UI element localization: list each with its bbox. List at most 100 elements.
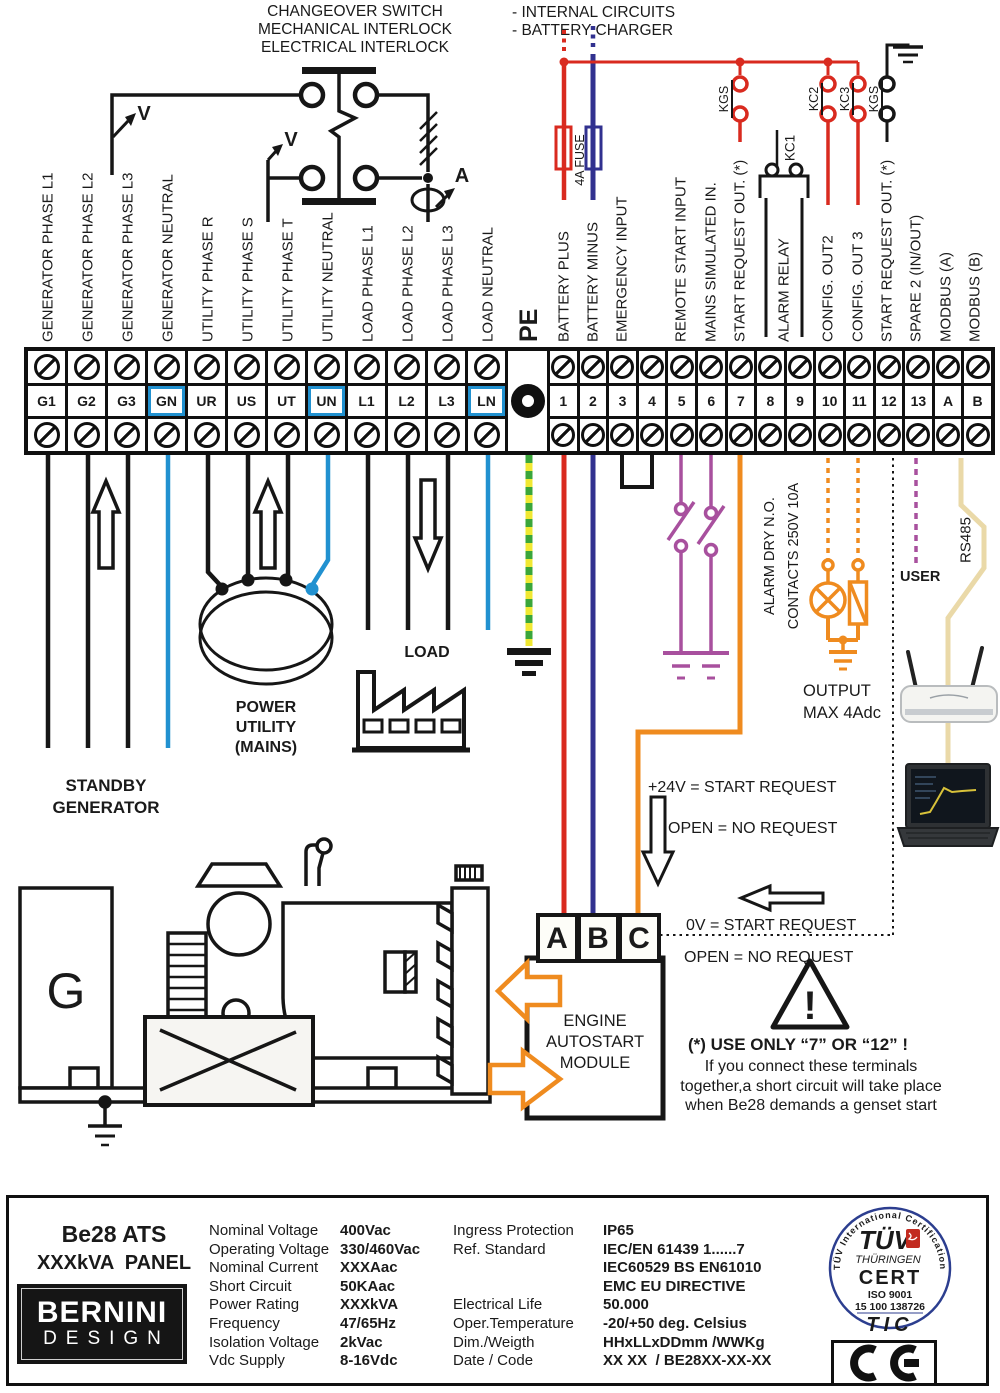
screw-icon [905, 351, 932, 386]
spec-value: HHxLLxDDmm /WWKg [603, 1333, 765, 1351]
spec-value: XXXkVA [340, 1296, 399, 1314]
terminal-id: UN [308, 386, 345, 419]
wires-below-strip [45, 455, 987, 936]
terminal-12: 12 [875, 351, 906, 451]
spec-row: Dim./Weigth HHxLLxDDmm /WWKg [453, 1334, 793, 1353]
screw-icon [875, 351, 903, 386]
label-spare-2: SPARE 2 (IN/OUT) [908, 215, 925, 342]
voltmeter-label-2: V [284, 129, 298, 151]
terminal-g3: G3 [108, 351, 148, 451]
label-start-request-out-2: START REQUEST OUT. (*) [879, 160, 896, 342]
label-load-phase-l3: LOAD PHASE L3 [440, 225, 457, 342]
terminal-pe [508, 351, 550, 451]
terminal-ur: UR [188, 351, 228, 451]
power-utility-line3: (MAINS) [235, 739, 297, 756]
label-generator-neutral: GENERATOR NEUTRAL [160, 174, 177, 342]
tuv-name: TÜV [859, 1225, 914, 1255]
standby-generator-graphic [18, 837, 492, 1147]
terminal-10: 10 [816, 351, 846, 451]
spec-label: Oper.Temperature [453, 1314, 574, 1332]
spec-label [453, 1278, 603, 1297]
battery-control-circuit [554, 26, 923, 337]
spec-row: Oper.Temperature-20/+50 deg. Celsius [453, 1315, 793, 1334]
module-terminal-a: A [546, 922, 568, 955]
warning-line3: when Be28 demands a genset start [684, 1097, 937, 1114]
terminal-id: 6 [697, 386, 725, 419]
terminal-4: 4 [638, 351, 669, 451]
screw-icon [580, 419, 607, 451]
label-config-out3: CONFIG. OUT 3 [850, 231, 867, 342]
product-subtitle: XXXkVA PANEL [36, 1251, 192, 1274]
changeover-title-1: CHANGEOVER SWITCH [267, 3, 443, 20]
screw-icon [638, 351, 666, 386]
screw-icon [609, 419, 636, 451]
screw-icon [108, 419, 145, 451]
terminal-8: 8 [757, 351, 787, 451]
label-generator-phase-l2: GENERATOR PHASE L2 [80, 173, 97, 343]
spec-value: 50KAac [340, 1277, 396, 1295]
spec-value: 8-16Vdc [340, 1352, 398, 1370]
terminal-ln: LN [468, 351, 508, 451]
label-modbus-b: MODBUS (B) [967, 252, 984, 342]
screw-icon [964, 419, 991, 451]
screw-icon [68, 419, 105, 451]
module-terminal-c: C [628, 922, 650, 955]
screw-icon [876, 419, 903, 451]
spec-value: 47/65Hz [340, 1314, 396, 1332]
warning-triangle-icon [770, 958, 850, 1030]
load-label: LOAD [404, 644, 449, 661]
ce-mark-icon [850, 1344, 919, 1382]
spec-label: Short Circuit [209, 1277, 292, 1295]
terminal-5: 5 [668, 351, 698, 451]
screw-icon [228, 419, 265, 451]
screw-icon [846, 419, 873, 451]
tuv-iso: ISO 9001 [868, 1289, 913, 1301]
kc3-label: KC3 [838, 87, 852, 111]
product-name: Be28 ATS [61, 1221, 167, 1247]
kgs-label-2: KGS [867, 86, 881, 112]
label-load-phase-l1: LOAD PHASE L1 [360, 225, 377, 342]
terminal-id: 2 [579, 386, 607, 419]
screw-icon [935, 419, 962, 451]
screw-icon [68, 351, 105, 386]
spec-label: Ingress Protection [453, 1222, 574, 1239]
terminal-id: 11 [845, 386, 873, 419]
spec-label: Dim./Weigth [453, 1333, 535, 1351]
spec-value: 2kVac [340, 1333, 383, 1351]
module-line2: AUTOSTART [546, 1033, 644, 1051]
spec-label: Nominal Current [209, 1259, 319, 1277]
spec-value: XX XX / BE28XX-XX-XX [603, 1352, 772, 1370]
spec-label: Frequency [209, 1314, 280, 1332]
open-note-1: OPEN = NO REQUEST [668, 820, 838, 837]
spec-label: Vdc Supply [209, 1352, 285, 1370]
spec-label: Nominal Voltage [209, 1222, 319, 1239]
changeover-title-3: ELECTRICAL INTERLOCK [261, 39, 450, 56]
terminal-id: 1 [550, 386, 577, 419]
screw-icon [816, 351, 843, 386]
factory-icon [352, 670, 470, 753]
tuv-tic: TIC [866, 1314, 913, 1336]
label-config-out2: CONFIG. OUT2 [820, 235, 837, 342]
terminal-11: 11 [845, 351, 876, 451]
internal-circuits-label: - INTERNAL CIRCUITS [512, 4, 675, 21]
alarm-contacts-line2: CONTACTS 250V 10A [786, 482, 802, 629]
terminal-id: 3 [609, 386, 636, 419]
terminal-id: L2 [388, 386, 425, 419]
spec-label: Power Rating [209, 1296, 300, 1314]
label-generator-phase-l1: GENERATOR PHASE L1 [40, 173, 57, 343]
terminal-strip: G1 G2 G3 GN UR US UT UN L1 L2 L3 LN 1 2 … [24, 347, 995, 455]
terminal-labels: GENERATOR PHASE L1 GENERATOR PHASE L2 GE… [40, 160, 984, 342]
spec-value: 50.000 [603, 1296, 649, 1314]
screw-icon [964, 351, 991, 386]
module-line3: MODULE [560, 1054, 631, 1072]
brand-sub: DESIGN [43, 1328, 170, 1350]
label-modbus-a: MODBUS (A) [938, 252, 955, 342]
terminal-id: 5 [668, 386, 695, 419]
terminal-id: 4 [638, 386, 666, 419]
screw-icon [308, 419, 345, 451]
screw-icon [609, 351, 636, 386]
power-utility-line1: POWER [236, 699, 297, 716]
